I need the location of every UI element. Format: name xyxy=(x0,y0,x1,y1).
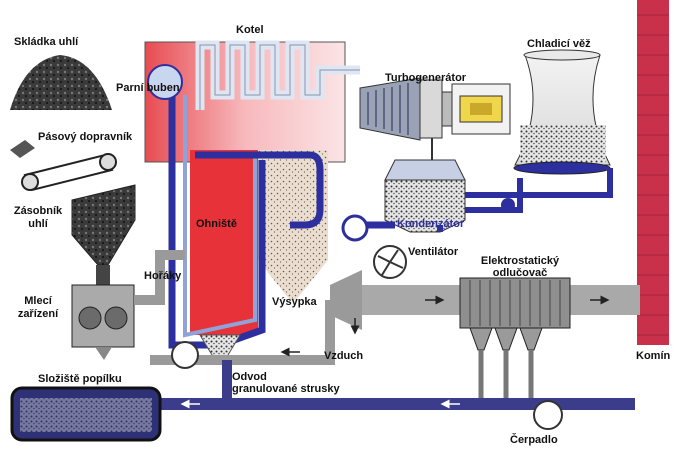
label-steam-drum: Parní buben xyxy=(116,82,180,94)
label-furnace: Ohniště xyxy=(196,218,237,230)
label-air: Vzduch xyxy=(324,350,364,362)
label-coal-bunker-1: Zásobník xyxy=(13,205,63,217)
chimney xyxy=(637,0,669,345)
label-burners: Hořáky xyxy=(144,270,182,282)
label-coal-yard: Skládka uhlí xyxy=(14,36,79,48)
condenser xyxy=(384,138,466,233)
slurry-pump xyxy=(533,400,563,430)
label-mill-1: Mlecí xyxy=(24,295,52,307)
coal-bunker xyxy=(71,184,136,285)
coal-yard xyxy=(10,55,112,110)
air-ducts xyxy=(134,250,335,365)
label-cooling-tower: Chladicí věž xyxy=(527,38,591,50)
furnace xyxy=(168,95,266,361)
label-condenser: Kondenzátor xyxy=(397,218,465,230)
ash-pipe xyxy=(40,360,635,410)
label-coal-bunker-2: uhlí xyxy=(28,218,48,230)
electrostatic-precipitator xyxy=(459,277,571,398)
belt-conveyor xyxy=(10,140,117,192)
label-chimney: Komín xyxy=(636,350,671,362)
label-electrostatic-2: odlučovač xyxy=(492,267,548,279)
label-ash-storage: Složiště popílku xyxy=(38,373,122,385)
label-belt-conveyor: Pásový dopravník xyxy=(38,131,133,143)
air-fan xyxy=(171,341,199,369)
cooling-tower xyxy=(513,49,611,175)
label-hopper: Výsypka xyxy=(272,296,317,308)
label-mill-2: zařízení xyxy=(17,308,59,320)
feed-pump xyxy=(341,214,369,242)
steam-drum xyxy=(147,64,183,100)
label-turbogenerator: Turbogenerátor xyxy=(385,72,467,84)
label-electrostatic-1: Elektrostatický xyxy=(480,255,560,267)
cooling-pump xyxy=(501,198,515,212)
label-boiler: Kotel xyxy=(236,24,264,36)
boiler xyxy=(144,40,360,335)
ash-storage xyxy=(10,386,162,442)
label-fan: Ventilátor xyxy=(408,246,459,258)
label-slag-2: granulované strusky xyxy=(232,383,340,395)
label-slag-1: Odvod xyxy=(232,371,267,383)
label-pump: Čerpadlo xyxy=(510,434,558,446)
ventilator xyxy=(373,245,407,279)
mill xyxy=(71,284,135,360)
turbogenerator xyxy=(359,77,511,141)
